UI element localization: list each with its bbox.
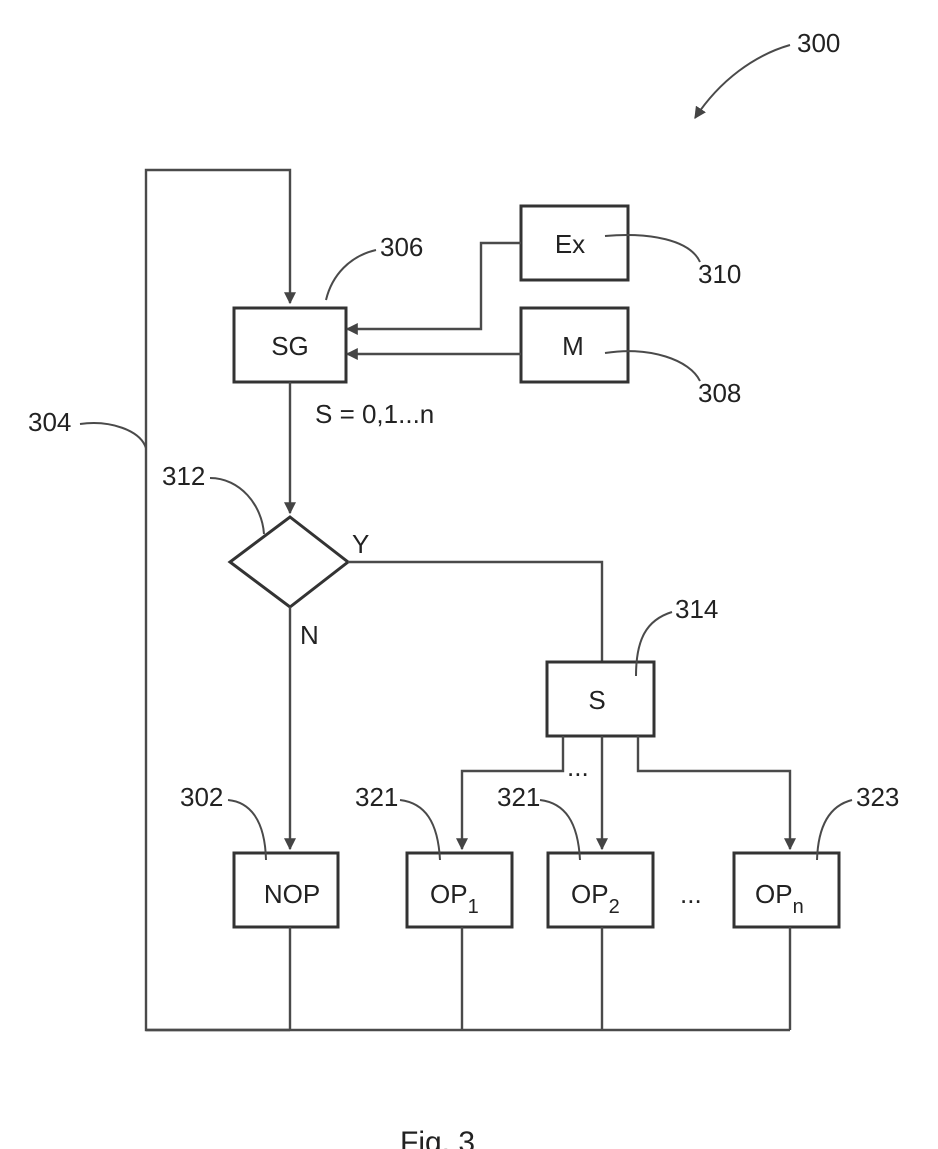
ex-to-sg-arrow <box>347 243 521 329</box>
loop-ref-label: 304 <box>28 407 71 437</box>
opn-ref-leader <box>817 800 852 860</box>
op2-label-main: OP <box>571 879 609 909</box>
signal-label: S = 0,1...n <box>315 399 434 429</box>
m-label: M <box>562 331 584 361</box>
opn-ref-label: 323 <box>856 782 899 812</box>
nop-ref-leader <box>228 800 266 860</box>
ex-ref-label: 310 <box>698 259 741 289</box>
yes-label: Y <box>352 529 369 559</box>
figure-caption: Fig. 3 <box>400 1126 475 1149</box>
s-to-opn-arrow <box>638 736 790 849</box>
figure-ref-label: 300 <box>797 28 840 58</box>
yes-branch-line <box>348 562 602 662</box>
sg-ref-label: 306 <box>380 232 423 262</box>
op1-label-sub: 1 <box>468 896 479 918</box>
op1-label-main: OP <box>430 879 468 909</box>
ops-ellipsis: ... <box>680 879 702 909</box>
loop-ref-leader <box>80 423 146 448</box>
op1-ref-label: 321 <box>355 782 398 812</box>
figure-ref-arrow <box>695 45 790 118</box>
branch-ellipsis: ... <box>567 752 589 782</box>
nop-ref-label: 302 <box>180 782 223 812</box>
sg-ref-leader <box>326 250 376 300</box>
sg-label: SG <box>271 331 309 361</box>
decision-ref-label: 312 <box>162 461 205 491</box>
op1-ref-leader <box>400 800 440 860</box>
decision-ref-leader <box>210 478 264 534</box>
m-ref-label: 308 <box>698 378 741 408</box>
ex-label: Ex <box>555 229 585 259</box>
op2-ref-leader <box>540 800 580 860</box>
opn-label-sub: n <box>793 896 804 918</box>
no-label: N <box>300 620 319 650</box>
opn-label-main: OP <box>755 879 793 909</box>
s-label: S <box>588 685 605 715</box>
op2-label-sub: 2 <box>609 896 620 918</box>
decision-diamond <box>230 517 348 607</box>
op2-ref-label: 321 <box>497 782 540 812</box>
s-ref-label: 314 <box>675 594 718 624</box>
nop-label: NOP <box>264 879 320 909</box>
